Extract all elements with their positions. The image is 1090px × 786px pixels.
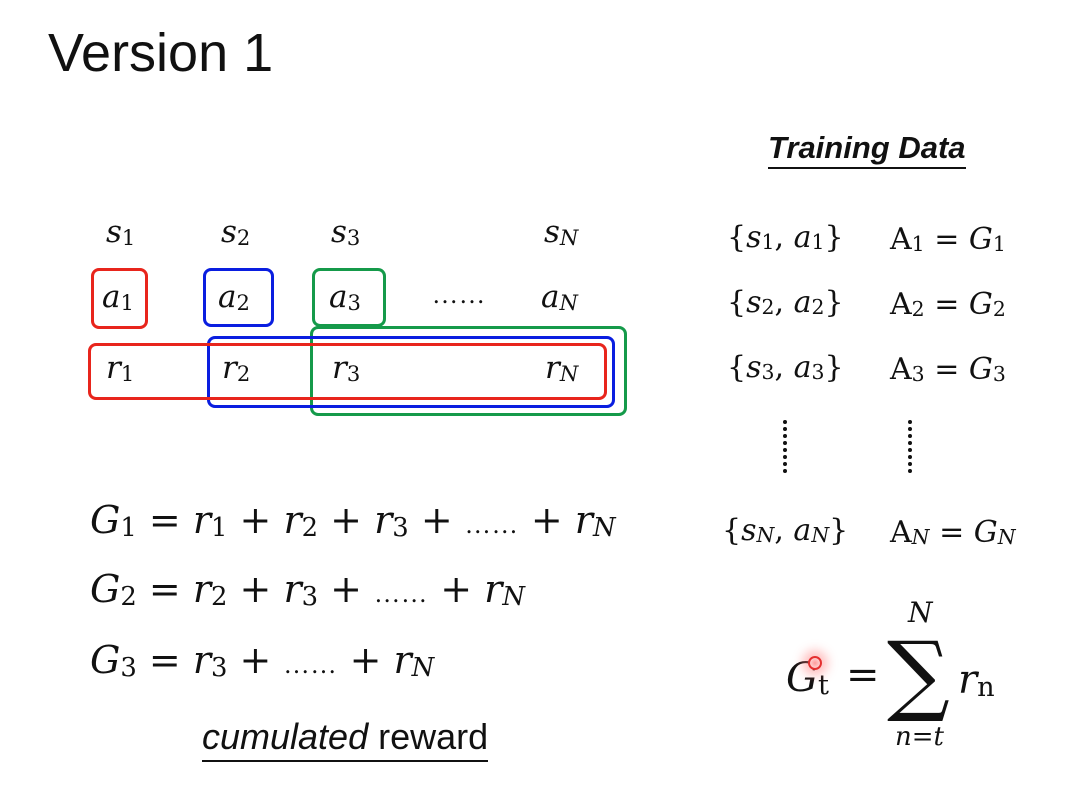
formula-upper-limit: N — [908, 596, 933, 629]
state-s2: s2 — [221, 214, 251, 250]
equation-g3: G3 = r3 + …… + rN — [90, 638, 435, 684]
sigma-symbol: ∑ — [887, 622, 950, 725]
equation-g2: G2 = r2 + r3 + …… + rN — [90, 567, 525, 613]
reward-rN: rN — [545, 350, 579, 386]
reward-r3: r3 — [332, 350, 361, 386]
training-adv-N: AN = GN — [890, 515, 1016, 550]
action-a2: a2 — [218, 279, 250, 315]
training-adv-1: A1 = G1 — [890, 222, 1006, 257]
a3-box — [312, 268, 386, 327]
laser-pointer-icon — [808, 656, 822, 670]
state-s3: s3 — [331, 214, 361, 250]
state-s1: s1 — [106, 214, 136, 250]
action-ellipsis: …… — [432, 280, 486, 309]
formula-term: rn — [958, 657, 995, 704]
green-reward-box — [310, 326, 627, 416]
red-reward-box — [88, 343, 607, 400]
cumulated-reward-caption: cumulated reward — [202, 716, 489, 762]
training-row-2: {s2, a2} — [727, 285, 844, 320]
reward-r1: r1 — [106, 350, 135, 386]
a2-box — [203, 268, 274, 327]
training-data-title: Training Data — [768, 130, 966, 169]
slide-title: Version 1 — [48, 23, 274, 83]
a1-box — [91, 268, 148, 329]
training-row-1: {s1, a1} — [727, 220, 844, 255]
equation-g1: G1 = r1 + r2 + r3 + …… + rN — [90, 498, 616, 544]
action-aN: aN — [541, 279, 578, 315]
state-sN: sN — [544, 214, 579, 250]
training-vdots-left — [783, 420, 787, 476]
training-row-N: {sN, aN} — [722, 513, 849, 548]
formula-lower-limit: n=t — [895, 722, 944, 752]
action-a3: a3 — [329, 279, 361, 315]
reward-r2: r2 — [222, 350, 251, 386]
training-adv-2: A2 = G2 — [890, 287, 1006, 322]
action-a1: a1 — [102, 279, 134, 315]
blue-reward-box — [207, 336, 615, 408]
training-adv-3: A3 = G3 — [890, 352, 1006, 387]
training-vdots-right — [908, 420, 912, 476]
formula-equals: = — [846, 652, 880, 698]
training-row-3: {s3, a3} — [727, 350, 844, 385]
